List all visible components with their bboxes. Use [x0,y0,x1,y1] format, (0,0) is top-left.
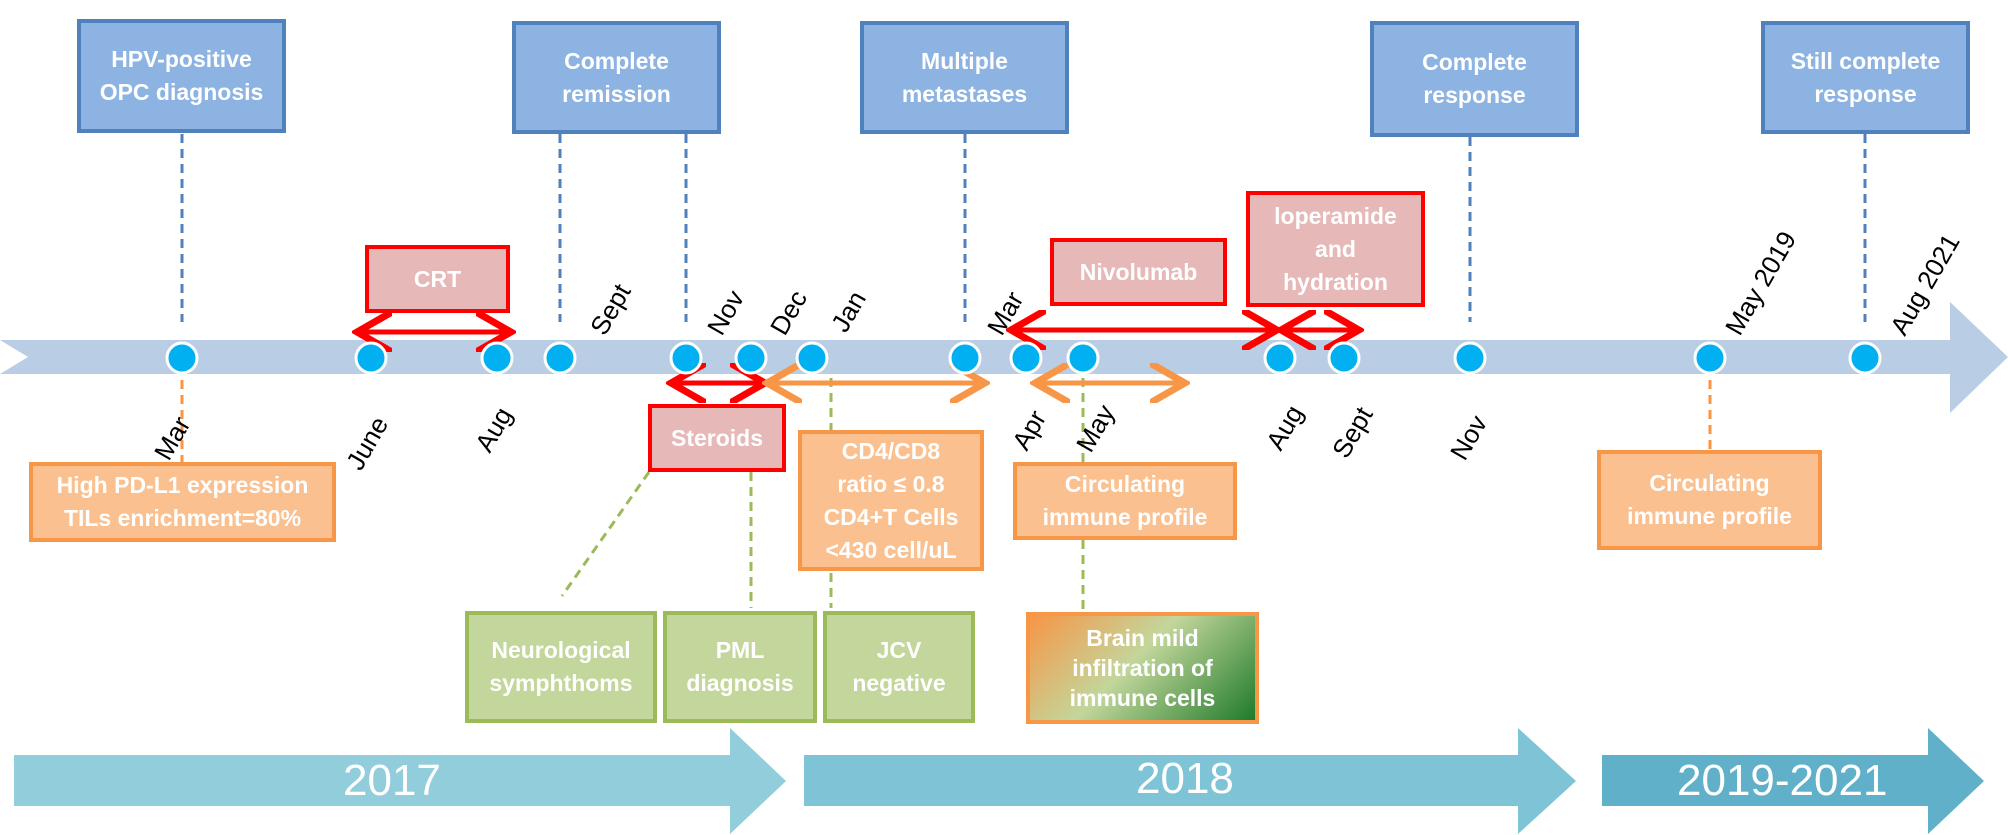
dot-sept-2018 [1327,341,1361,375]
finding-cd4cd8-text: CD4/CD8 ratio ≤ 0.8 CD4+T Cells <430 cel… [823,437,959,563]
dot-sept [543,341,577,375]
dot-may [1066,341,1100,375]
treatment-steroids: Steroids [648,404,786,472]
dot-june [354,341,388,375]
event-metastases-text: Multiple metastases [901,47,1028,107]
year-arrow-2019-2021 [1602,728,1984,834]
finding-circ2-text: Circulating immune profile [1627,470,1792,529]
dot-may-2019 [1693,341,1727,375]
finding-brain-text: Brain mild infiltration of immune cells [1069,625,1216,711]
treatment-steroids-text: Steroids [670,424,764,451]
finding-pml: PML diagnosis [663,611,817,723]
dot-mar-2018 [948,341,982,375]
year-2017: 2017 [343,756,441,805]
treatment-crt-text: CRT [413,265,462,292]
finding-pdl1: High PD-L1 expression TILs enrichment=80… [29,462,336,542]
finding-jcv-text: JCV negative [852,637,946,696]
finding-neuro-text: Neurological symphthoms [489,637,633,696]
dot-aug-2021 [1848,341,1882,375]
event-complete-response-text: Complete response [1422,49,1527,108]
event-hpv-diagnosis: HPV-positive OPC diagnosis [77,19,286,133]
finding-circulating-2018: Circulating immune profile [1013,462,1237,540]
event-still-complete-response: Still complete response [1761,21,1970,134]
connector-neuro [560,471,651,597]
finding-circ1-text: Circulating immune profile [1042,471,1208,530]
event-complete-remission: Complete remission [512,21,721,134]
treatment-loperamide: loperamide and hydration [1246,191,1425,307]
year-2019-2021: 2019-2021 [1677,756,1888,805]
treatment-nivolumab-text: Nivolumab [1079,258,1198,285]
dot-jan [795,341,829,375]
dot-aug [480,341,514,375]
timeline-arrow [0,302,2008,413]
year-arrow-2017 [14,728,786,834]
year-2018: 2018 [1136,754,1234,803]
event-remission-text: Complete remission [562,47,671,107]
finding-cd4cd8: CD4/CD8 ratio ≤ 0.8 CD4+T Cells <430 cel… [798,430,984,571]
finding-brain-infiltration: Brain mild infiltration of immune cells [1026,612,1259,724]
finding-circulating-2019: Circulating immune profile [1597,450,1822,550]
year-arrow-2018 [804,728,1576,834]
dot-nov-2018 [1453,341,1487,375]
event-multiple-metastases: Multiple metastases [860,21,1069,134]
event-complete-response: Complete response [1370,21,1579,137]
event-still-complete-text: Still complete response [1790,47,1941,107]
dot-dec [734,341,768,375]
finding-neurological: Neurological symphthoms [465,611,657,723]
dot-aug-2018 [1263,341,1297,375]
dot-mar-2017 [165,341,199,375]
finding-pml-text: PML diagnosis [686,637,794,696]
treatment-loperamide-text: loperamide and hydration [1274,202,1397,295]
dot-apr [1009,341,1043,375]
treatment-crt: CRT [365,245,510,313]
finding-jcv: JCV negative [823,611,975,723]
dot-nov [669,341,703,375]
treatment-nivolumab: Nivolumab [1050,238,1227,306]
event-hpv-text: HPV-positive OPC diagnosis [99,46,264,105]
finding-pdl1-text: High PD-L1 expression TILs enrichment=80… [56,472,309,531]
